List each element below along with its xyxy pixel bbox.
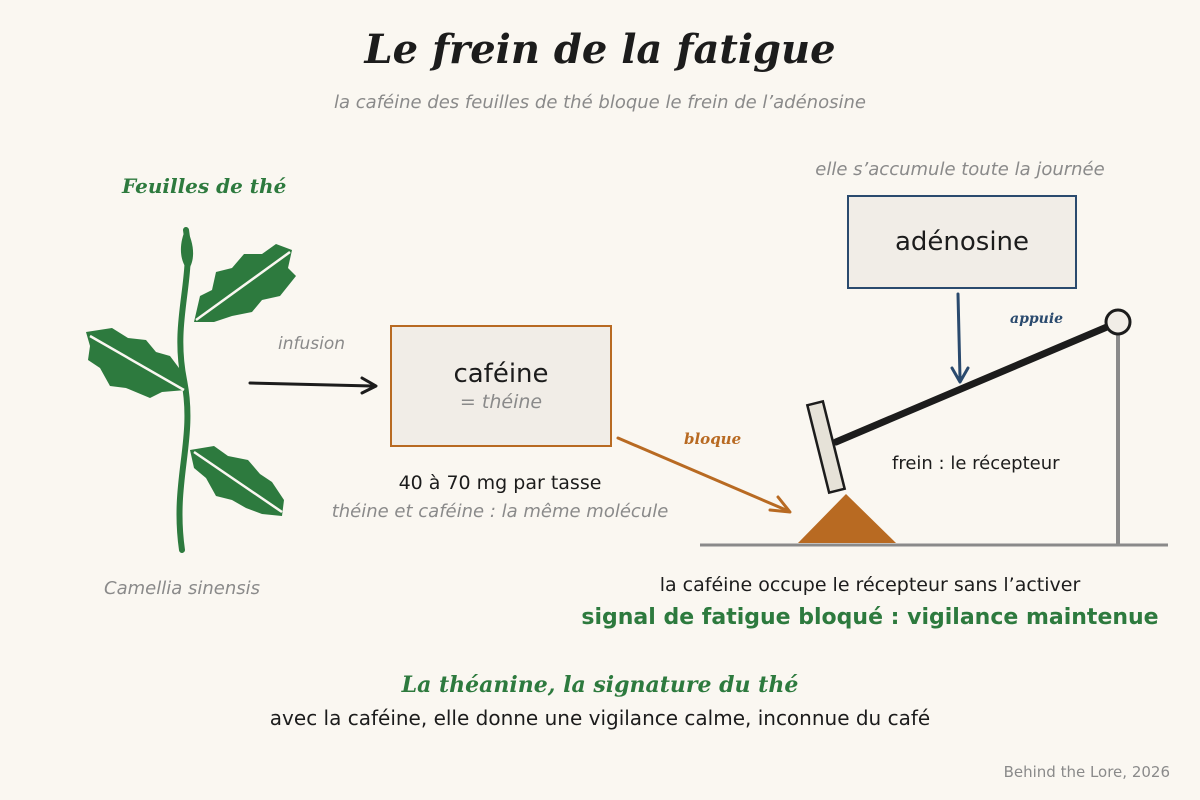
plant-label: Feuilles de thé xyxy=(122,174,287,198)
adenosine-box: adénosine xyxy=(847,195,1077,289)
caffeine-note: théine et caféine : la même molécule xyxy=(331,501,669,522)
infusion-arrow xyxy=(248,376,378,395)
adenosine-name: adénosine xyxy=(894,227,1030,257)
caffeine-box: caféine = théine xyxy=(390,325,612,447)
leaf-icon xyxy=(190,446,284,516)
brake-label: frein : le récepteur xyxy=(892,453,1060,474)
infusion-label: infusion xyxy=(278,334,346,354)
blocks-label: bloque xyxy=(684,430,742,448)
tea-plant-icon xyxy=(86,227,296,553)
theanine-text: avec la caféine, elle donne une vigilanc… xyxy=(269,706,931,730)
adenosine-note: elle s’accumule toute la journée xyxy=(815,159,1105,180)
species-label: Camellia sinensis xyxy=(104,578,260,599)
brake-mechanism xyxy=(700,308,1168,547)
presses-arrow xyxy=(950,292,970,384)
page-subtitle: la caféine des feuilles de thé bloque le… xyxy=(334,92,866,113)
presses-label: appuie xyxy=(1010,311,1064,327)
footer-credit: Behind the Lore, 2026 xyxy=(1003,763,1170,781)
leaf-icon xyxy=(194,244,296,322)
caffeine-dose: 40 à 70 mg par tasse xyxy=(398,472,602,494)
caffeine-pile-icon xyxy=(798,494,896,543)
pivot-icon xyxy=(1104,308,1132,336)
brake-result: signal de fatigue bloqué : vigilance mai… xyxy=(581,605,1159,630)
theanine-title: La théanine, la signature du thé xyxy=(401,672,799,698)
blocks-arrow xyxy=(616,436,792,514)
brake-explanation: la caféine occupe le récepteur sans l’ac… xyxy=(659,574,1081,596)
caffeine-name: caféine xyxy=(453,359,549,389)
leaf-icon xyxy=(86,328,186,398)
brake-pad-icon xyxy=(805,399,847,495)
page-title: Le frein de la fatigue xyxy=(364,26,836,73)
caffeine-alias: = théine xyxy=(459,391,543,413)
